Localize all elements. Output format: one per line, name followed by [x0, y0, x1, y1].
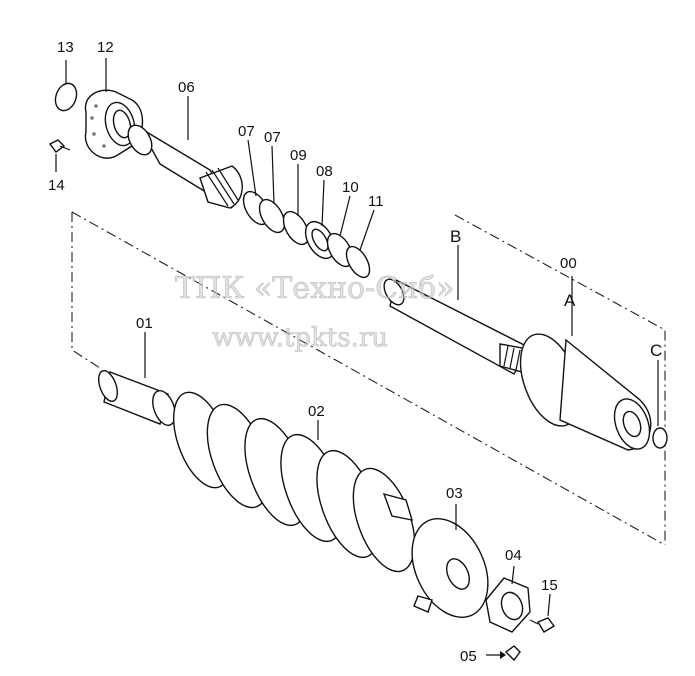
label-13: 13 [57, 39, 74, 56]
part-A-cylinder [519, 276, 652, 451]
label-C: C [650, 341, 662, 360]
label-B: B [450, 227, 461, 246]
label-11: 11 [368, 193, 384, 210]
label-02: 02 [308, 403, 325, 420]
label-05: 05 [460, 648, 477, 665]
watermark-company: ТПК «Техно-Сиб» [175, 271, 455, 306]
label-07a: 07 [238, 123, 255, 140]
label-10: 10 [342, 179, 359, 196]
watermark-url: www.tpkts.ru [212, 323, 388, 353]
label-00: 00 [560, 255, 577, 272]
label-08: 08 [316, 163, 333, 180]
seal-ring-stack [242, 139, 375, 279]
label-03: 03 [446, 485, 463, 502]
part-04-nut [485, 565, 531, 633]
label-06: 06 [178, 79, 195, 96]
label-14: 14 [48, 177, 65, 194]
part-03-spring-seat [411, 504, 489, 618]
part-15-bolt [529, 593, 556, 633]
label-09: 09 [290, 147, 307, 164]
part-01-sleeve [98, 332, 176, 426]
part-13-o-ring [54, 60, 78, 112]
label-07b: 07 [264, 129, 281, 146]
part-05-fitting [486, 645, 521, 662]
part-14-bolt [48, 139, 71, 172]
part-C-ring [652, 360, 668, 449]
part-B-rod [383, 245, 536, 375]
label-15: 15 [541, 577, 558, 594]
part-06-cylinder [127, 96, 243, 209]
part-02-spring [172, 391, 416, 573]
label-01: 01 [136, 315, 153, 332]
part-12-flange [84, 58, 144, 159]
label-04: 04 [505, 547, 522, 564]
label-12: 12 [97, 39, 114, 56]
label-A: A [564, 291, 576, 310]
assembly-outline [71, 211, 666, 546]
